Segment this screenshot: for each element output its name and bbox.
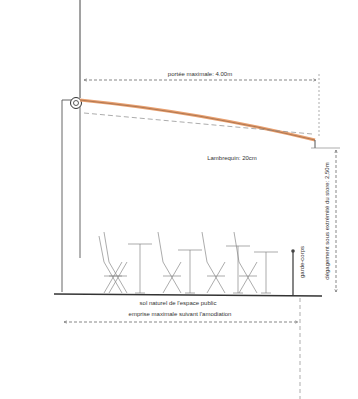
arm-line bbox=[84, 113, 312, 134]
guard-rail-label: garde-corps bbox=[299, 245, 306, 279]
dimension-label: emprise maximale suivant l'amodiation bbox=[128, 311, 233, 318]
span-dimension bbox=[84, 80, 316, 81]
footprint-dimension bbox=[64, 322, 298, 323]
terrace-furniture bbox=[99, 232, 278, 293]
awning-roll bbox=[71, 98, 82, 109]
height-extension bbox=[311, 148, 340, 149]
dimension-label: dégagement sous extrémité du store: 2,50… bbox=[324, 161, 331, 280]
guard-rail-top bbox=[291, 249, 295, 253]
ground-label: sol naturel de l'espace public bbox=[139, 300, 218, 307]
table-set bbox=[104, 232, 152, 293]
footprint-extension bbox=[300, 298, 301, 399]
table-set bbox=[158, 232, 202, 293]
facade-line bbox=[80, 0, 81, 98]
valance-label: Lambrequin: 20cm bbox=[206, 155, 258, 162]
pillar bbox=[62, 100, 80, 292]
span-extension bbox=[319, 74, 320, 136]
valance bbox=[315, 140, 316, 148]
ground-line bbox=[54, 294, 322, 296]
guard-rail-post bbox=[292, 252, 293, 295]
chair bbox=[99, 236, 122, 293]
height-dimension bbox=[336, 150, 337, 292]
table-set bbox=[234, 232, 278, 293]
awning-edge bbox=[80, 100, 315, 140]
awning-fabric bbox=[80, 100, 315, 140]
dimension-label: portée maximale: 4.00m bbox=[167, 71, 233, 78]
table-set bbox=[202, 232, 250, 293]
awning-roll-core bbox=[74, 101, 79, 106]
